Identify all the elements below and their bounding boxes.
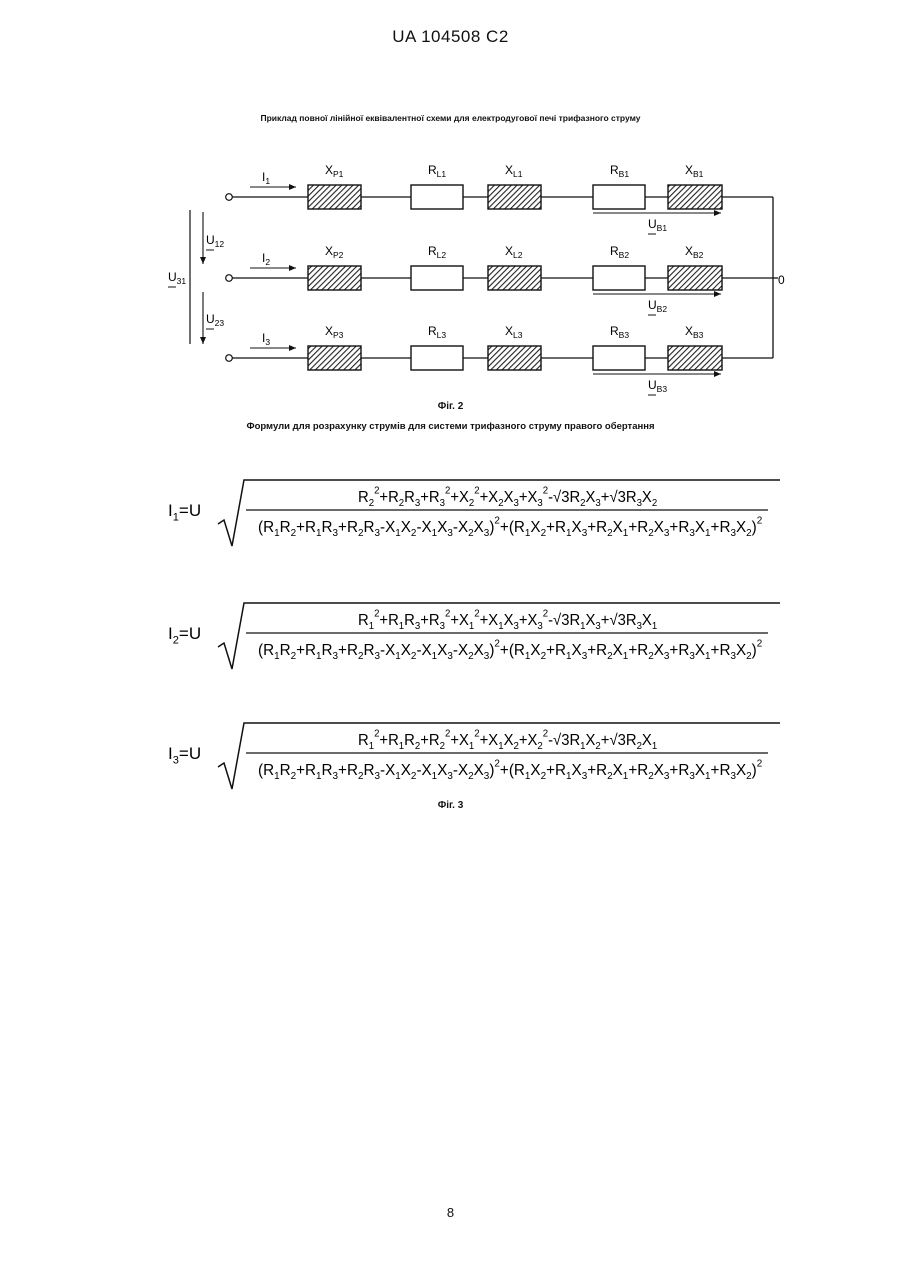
formula-i3-svg: I3​=U R1​2​+R1​R2​+R2​2​+X1​2​+X1​X2​+X2​… <box>160 713 790 793</box>
formula-lhs: I1​=U <box>168 501 201 523</box>
sqrt-icon <box>218 603 780 669</box>
fig3-caption: Фіг. 3 <box>0 800 901 811</box>
formula-numerator: R1​2​+R1​R2​+R2​2​+X1​2​+X1​X2​+X2​2​-√3… <box>358 728 657 752</box>
formula-denominator: (R1​R2​+R1​R3​+R2​R3​-X1​X2​-X1​X3​-X2​X… <box>258 515 763 538</box>
formula-numerator: R1​2​+R1​R3​+R3​2​+X1​2​+X1​X3​+X3​2​-√3… <box>358 608 657 632</box>
formula-denominator: (R1​R2​+R1​R3​+R2​R3​-X1​X2​-X1​X3​-X2​X… <box>258 638 763 661</box>
formula-i1-svg: I1​=U R2​2​+R2​R3​+R3​2​+X2​2​+X2​X3​+X3​… <box>160 470 790 550</box>
sqrt-icon <box>218 480 780 546</box>
formula-lhs: I3​=U <box>168 744 201 766</box>
formula-denominator: (R1​R2​+R1​R3​+R2​R3​-X1​X2​-X1​X3​-X2​X… <box>258 758 763 781</box>
formula-i2-svg: I2​=U R1​2​+R1​R3​+R3​2​+X1​2​+X1​X3​+X3​… <box>160 593 790 673</box>
formula-numerator: R2​2​+R2​R3​+R3​2​+X2​2​+X2​X3​+X3​2​-√3… <box>358 485 657 509</box>
formula-lhs: I2​=U <box>168 624 201 646</box>
page-number: 8 <box>0 1205 901 1220</box>
sqrt-icon <box>218 723 780 789</box>
